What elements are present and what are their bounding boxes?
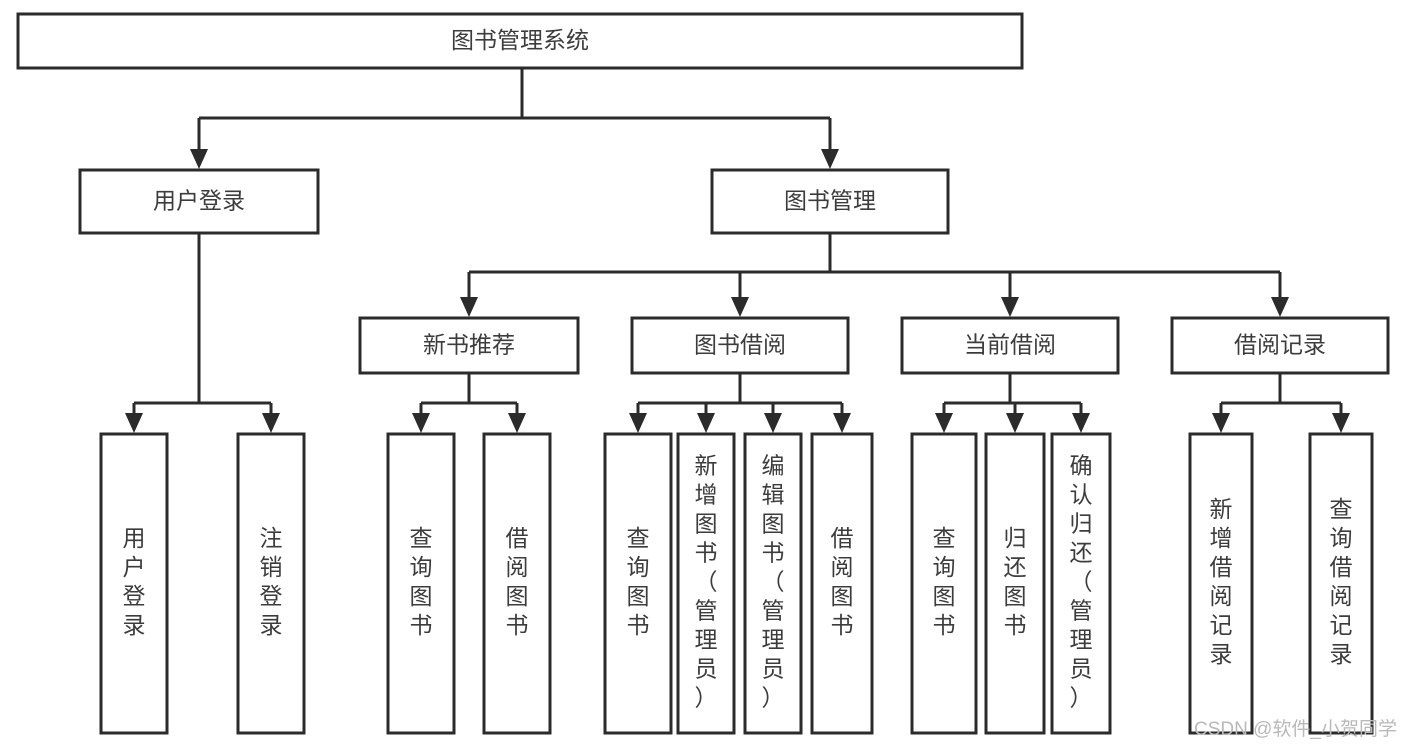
node-label-leaf-user-login: 用户登录 bbox=[123, 525, 146, 638]
node-leaf-query-book-borrow[interactable]: 查询图书 bbox=[603, 432, 673, 735]
node-label-book-management: 图书管理 bbox=[784, 188, 876, 214]
node-box-borrow-records[interactable] bbox=[1170, 316, 1390, 375]
node-box-leaf-query-borrow-record[interactable] bbox=[1308, 432, 1374, 735]
edge-arrowhead bbox=[935, 413, 953, 433]
edge-arrowhead bbox=[629, 413, 647, 433]
node-leaf-query-borrow-record[interactable]: 查询借阅记录 bbox=[1308, 432, 1374, 735]
edge-arrowhead bbox=[1332, 413, 1350, 433]
node-leaf-logout[interactable]: 注销登录 bbox=[236, 432, 306, 735]
edge-arrowhead bbox=[697, 413, 715, 433]
node-label-new-book-recommend: 新书推荐 bbox=[423, 332, 515, 358]
node-box-current-borrow[interactable] bbox=[900, 316, 1120, 375]
node-box-leaf-user-login[interactable] bbox=[99, 432, 169, 735]
node-label-book-borrow: 图书借阅 bbox=[694, 332, 786, 358]
edge-arrowhead bbox=[1212, 413, 1230, 433]
edge-arrowhead bbox=[460, 297, 478, 317]
node-label-leaf-query-book-recommend: 查询图书 bbox=[410, 525, 433, 638]
node-label-leaf-add-borrow-record: 新增借阅记录 bbox=[1210, 496, 1233, 667]
node-leaf-borrow-book[interactable]: 借阅图书 bbox=[810, 432, 874, 735]
edge-arrowhead bbox=[412, 413, 430, 433]
edge-arrowhead bbox=[190, 149, 208, 169]
node-user-login[interactable]: 用户登录 bbox=[78, 168, 320, 235]
edge-arrowhead bbox=[833, 413, 851, 433]
node-label-leaf-query-borrow-record: 查询借阅记录 bbox=[1330, 496, 1353, 667]
edge-arrowhead bbox=[1271, 297, 1289, 317]
node-leaf-query-book-current[interactable]: 查询图书 bbox=[910, 432, 978, 735]
node-label-leaf-confirm-return: 确认归还（管理员） bbox=[1070, 453, 1093, 711]
node-book-borrow[interactable]: 图书借阅 bbox=[630, 316, 850, 375]
node-label-root: 图书管理系统 bbox=[451, 27, 589, 53]
node-label-leaf-query-book-borrow: 查询图书 bbox=[627, 525, 650, 638]
node-borrow-records[interactable]: 借阅记录 bbox=[1170, 316, 1390, 375]
edge-arrowhead bbox=[1001, 297, 1019, 317]
node-current-borrow[interactable]: 当前借阅 bbox=[900, 316, 1120, 375]
node-box-user-login[interactable] bbox=[78, 168, 320, 235]
node-leaf-borrow-book-recommend[interactable]: 借阅图书 bbox=[482, 432, 552, 735]
node-leaf-add-book[interactable]: 新增图书（管理员） bbox=[676, 432, 736, 735]
node-book-management[interactable]: 图书管理 bbox=[710, 168, 950, 235]
node-box-leaf-borrow-book[interactable] bbox=[810, 432, 874, 735]
node-leaf-query-book-recommend[interactable]: 查询图书 bbox=[386, 432, 456, 735]
node-root[interactable]: 图书管理系统 bbox=[16, 12, 1024, 70]
edge-arrowhead bbox=[821, 149, 839, 169]
node-box-leaf-query-book-recommend[interactable] bbox=[386, 432, 456, 735]
node-box-book-management[interactable] bbox=[710, 168, 950, 235]
node-leaf-user-login[interactable]: 用户登录 bbox=[99, 432, 169, 735]
edge-arrowhead bbox=[508, 413, 526, 433]
node-leaf-add-borrow-record[interactable]: 新增借阅记录 bbox=[1188, 432, 1254, 735]
node-label-leaf-borrow-book-recommend: 借阅图书 bbox=[506, 525, 529, 638]
node-label-leaf-borrow-book: 借阅图书 bbox=[831, 525, 854, 638]
watermark-label: CSDN @软件_小贺同学 bbox=[1194, 719, 1397, 740]
node-label-borrow-records: 借阅记录 bbox=[1234, 332, 1326, 358]
node-label-leaf-return-book: 归还图书 bbox=[1004, 525, 1027, 638]
node-leaf-edit-book[interactable]: 编辑图书（管理员） bbox=[743, 432, 803, 735]
node-box-leaf-confirm-return[interactable] bbox=[1050, 432, 1112, 735]
node-label-user-login: 用户登录 bbox=[153, 188, 245, 214]
edge-arrowhead bbox=[764, 413, 782, 433]
node-leaf-confirm-return[interactable]: 确认归还（管理员） bbox=[1050, 432, 1112, 735]
node-box-leaf-query-book-current[interactable] bbox=[910, 432, 978, 735]
edge-arrowhead bbox=[731, 297, 749, 317]
node-label-leaf-logout: 注销登录 bbox=[260, 525, 283, 638]
node-box-leaf-add-book[interactable] bbox=[676, 432, 736, 735]
edge-arrowhead bbox=[1006, 413, 1024, 433]
edges-layer bbox=[125, 68, 1350, 433]
edge-arrowhead bbox=[1072, 413, 1090, 433]
node-label-leaf-query-book-current: 查询图书 bbox=[933, 525, 956, 638]
node-box-leaf-query-book-borrow[interactable] bbox=[603, 432, 673, 735]
node-leaf-return-book[interactable]: 归还图书 bbox=[984, 432, 1046, 735]
node-box-leaf-return-book[interactable] bbox=[984, 432, 1046, 735]
node-box-root[interactable] bbox=[16, 12, 1024, 70]
node-box-leaf-edit-book[interactable] bbox=[743, 432, 803, 735]
node-box-book-borrow[interactable] bbox=[630, 316, 850, 375]
node-box-leaf-add-borrow-record[interactable] bbox=[1188, 432, 1254, 735]
edge-arrowhead bbox=[125, 413, 143, 433]
nodes-layer: 图书管理系统用户登录图书管理新书推荐图书借阅当前借阅借阅记录用户登录注销登录查询… bbox=[16, 12, 1390, 735]
node-box-new-book-recommend[interactable] bbox=[358, 316, 580, 375]
node-box-leaf-borrow-book-recommend[interactable] bbox=[482, 432, 552, 735]
node-label-leaf-add-book: 新增图书（管理员） bbox=[695, 453, 718, 711]
node-label-leaf-edit-book: 编辑图书（管理员） bbox=[762, 453, 785, 711]
node-box-leaf-logout[interactable] bbox=[236, 432, 306, 735]
node-new-book-recommend[interactable]: 新书推荐 bbox=[358, 316, 580, 375]
node-label-current-borrow: 当前借阅 bbox=[964, 332, 1056, 358]
edge-arrowhead bbox=[262, 413, 280, 433]
